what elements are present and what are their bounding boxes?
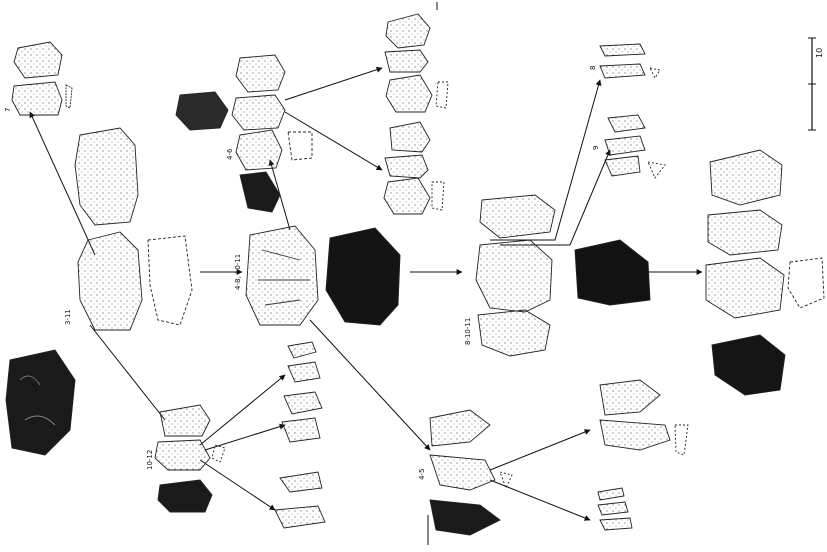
- artifact-group-10-12: [155, 405, 225, 512]
- flake-drawing: [236, 55, 285, 92]
- flake-drawing: [385, 50, 428, 72]
- scale-label: 10: [815, 48, 824, 58]
- flake-photo: [430, 500, 500, 535]
- flake-drawing: [600, 380, 660, 415]
- flake-section: [66, 85, 72, 108]
- flake-drawing: [284, 392, 322, 414]
- label-8-10-11: 8-10-11: [464, 318, 472, 345]
- artifact-group-upper-middle: [384, 14, 448, 214]
- flake-drawing: [386, 75, 432, 112]
- label-10-12: 10-12: [146, 450, 154, 470]
- artifact-group-lower-small: [275, 342, 325, 528]
- artifact-group-8-10-11: [476, 195, 650, 356]
- label-4-8-10-11: 4-8, 10-11: [234, 254, 242, 290]
- flake-drawing: [155, 440, 210, 470]
- core-drawing: [710, 150, 782, 205]
- label-9: 9: [592, 146, 600, 150]
- core-drawing: [78, 232, 142, 330]
- core-section: [148, 236, 192, 325]
- flake-drawing: [280, 472, 322, 492]
- connector-line: [200, 460, 275, 510]
- artifact-group-upper-right: [600, 44, 665, 178]
- flake-drawing: [385, 155, 428, 178]
- flake-drawing: [275, 506, 325, 528]
- flake-drawing: [288, 342, 316, 358]
- core-drawing: [708, 210, 782, 255]
- flake-drawing: [605, 136, 645, 155]
- label-7: 7: [4, 108, 12, 112]
- core-drawing: [480, 195, 555, 238]
- core-photo: [6, 350, 75, 455]
- connector-line: [285, 112, 382, 170]
- connector-line: [205, 425, 285, 450]
- artifact-group-far-right: [706, 150, 824, 395]
- connector-line: [490, 430, 590, 470]
- artifact-group-4-8-10-11: [246, 226, 400, 325]
- artifact-group-4-6: [176, 55, 312, 212]
- flake-section: [288, 132, 312, 160]
- flake-drawing: [160, 405, 210, 436]
- flake-drawing: [282, 418, 320, 442]
- flake-drawing: [232, 95, 285, 130]
- label-3-11: 3-11: [64, 309, 72, 325]
- flake-section: [650, 68, 660, 78]
- label-4-5: 4-5: [418, 469, 426, 480]
- flake-drawing: [12, 82, 62, 115]
- connector-line: [285, 68, 382, 100]
- label-8: 8: [589, 66, 597, 70]
- flake-drawing: [600, 44, 645, 56]
- flake-drawing: [236, 130, 282, 170]
- flake-drawing: [386, 14, 430, 48]
- flake-photo: [158, 480, 212, 512]
- flake-drawing: [288, 362, 320, 382]
- artifact-group-lower-right: [598, 380, 688, 530]
- flake-section: [648, 162, 665, 178]
- flake-drawing: [430, 410, 490, 446]
- scale-bar: 10: [808, 38, 824, 130]
- core-drawing: [706, 258, 784, 318]
- flake-drawing: [14, 42, 62, 78]
- flake-drawing: [600, 64, 645, 78]
- label-4-6: 4-6: [226, 148, 234, 160]
- flake-drawing: [605, 156, 640, 176]
- core-photo: [712, 335, 785, 395]
- flake-drawing: [384, 178, 430, 214]
- core-drawing: [75, 128, 138, 225]
- flake-drawing: [390, 122, 430, 152]
- smudge-photo: [176, 92, 228, 130]
- flake-section: [436, 82, 448, 108]
- flake-section: [212, 445, 225, 462]
- connector-line: [310, 320, 430, 450]
- artifact-group-4-5: [430, 410, 512, 535]
- connector-line: [90, 325, 165, 420]
- core-drawing: [476, 240, 552, 312]
- core-section: [788, 258, 824, 308]
- flake-photo: [240, 172, 280, 212]
- core-drawing: [246, 226, 318, 325]
- flake-drawing: [598, 502, 628, 515]
- connector-line: [200, 375, 285, 445]
- flake-section: [675, 425, 688, 455]
- core-drawing: [478, 310, 550, 356]
- flake-section: [500, 472, 512, 488]
- flake-drawing: [598, 488, 624, 500]
- flake-drawing: [430, 455, 495, 490]
- flake-drawing: [600, 518, 632, 530]
- flake-drawing: [600, 420, 670, 450]
- flake-drawing: [608, 115, 645, 132]
- artifact-group-3-11: [6, 42, 192, 455]
- flake-section: [432, 182, 444, 210]
- core-photo: [326, 228, 400, 325]
- core-photo: [575, 240, 650, 305]
